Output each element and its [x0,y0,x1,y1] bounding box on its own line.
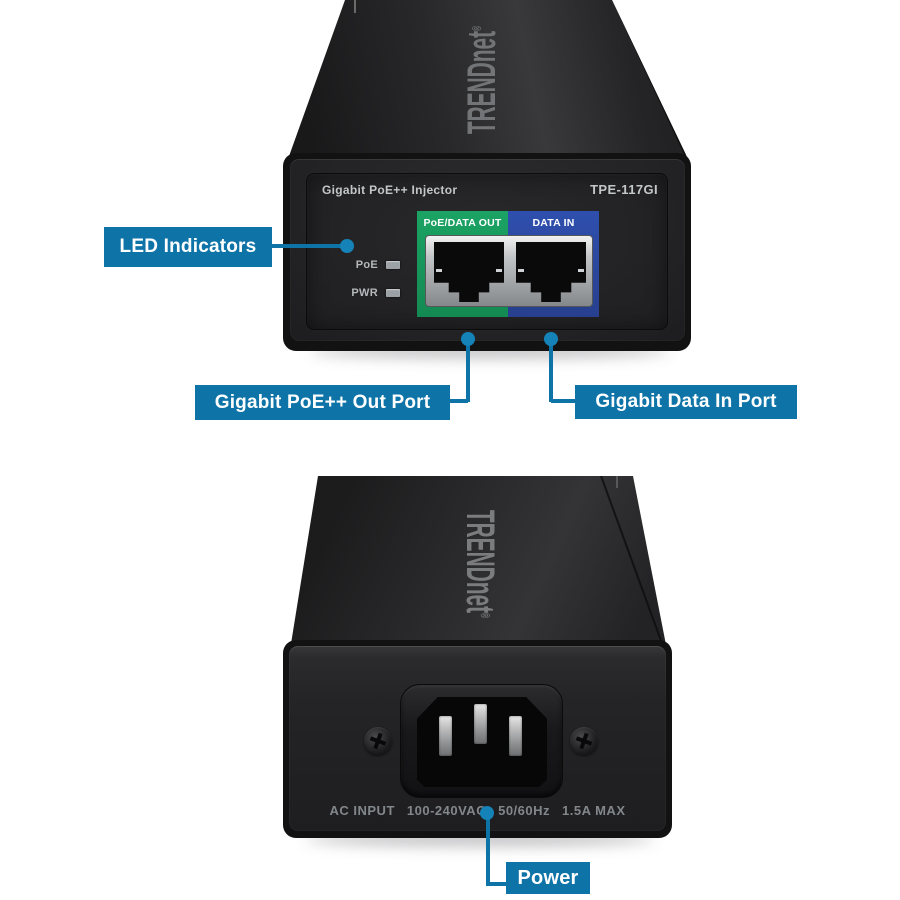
poe-out-port-label: PoE/DATA OUT [423,217,502,229]
case-slit [616,476,618,488]
bottom-device-rear-panel: AC INPUT 100-240VAC 50/60Hz 1.5A MAX [289,646,666,831]
rj45-jack-data-in [516,242,586,302]
callout-data-in-line-h [551,399,577,403]
led-row-pwr: PWR [338,287,400,299]
panel-title: Gigabit PoE++ Injector [322,183,458,197]
rating-segment: 1.5A MAX [562,803,626,818]
poe-led-icon [386,261,400,269]
trendnet-logo-text: TRENDnet [458,509,504,614]
pwr-led-icon [386,289,400,297]
registered-mark: ® [477,613,494,619]
callout-poe-out-line-h [448,399,468,403]
data-in-port-label: DATA IN [532,217,575,229]
rating-segment: 50/60Hz [498,803,551,818]
trendnet-logo-bottom: TRENDnet® [457,510,503,618]
callout-power-line-h [486,882,508,886]
top-device-top-face [288,0,688,159]
top-device-front-panel: Gigabit PoE++ Injector TPE-117GI PoE/DAT… [290,159,685,341]
bottom-device-top-face [290,476,667,650]
callout-poe-out-dot [461,332,475,346]
rj45-jack-poe-out [434,242,504,302]
ac-pin-right [509,716,522,756]
led-row-poe: PoE [338,259,400,271]
callout-power-dot [480,806,494,820]
model-number: TPE-117GI [590,182,658,197]
callout-data-in-port: Gigabit Data In Port [575,385,797,419]
screw-icon-right [570,727,598,755]
ac-inlet [400,684,563,798]
trendnet-logo-text: TRENDnet [458,30,504,135]
poe-led-label: PoE [355,259,378,271]
registered-mark: ® [468,25,485,31]
rating-segment: AC INPUT [329,803,395,818]
callout-led-dot [340,239,354,253]
screw-icon-left [364,727,392,755]
case-slit [354,0,356,13]
case-seam [600,476,665,648]
callout-data-in-dot [544,332,558,346]
callout-data-in-line-v [549,339,553,402]
callout-led-line [272,244,344,248]
trendnet-logo-top: TRENDnet® [459,26,505,134]
callout-poe-out-line-v [466,339,470,402]
rating-segment: 100-240VAC [406,803,487,818]
ac-pin-left [439,716,452,756]
ac-pin-ground [474,704,487,744]
callout-power: Power [506,862,590,894]
callout-poe-out-port: Gigabit PoE++ Out Port [195,385,450,420]
callout-led-indicators: LED Indicators [104,227,272,267]
callout-power-line-v [486,813,490,886]
case-seam [612,0,687,156]
rj45-bezel [425,235,593,307]
pwr-led-label: PWR [351,287,378,299]
ac-input-rating-text: AC INPUT 100-240VAC 50/60Hz 1.5A MAX [289,803,666,818]
